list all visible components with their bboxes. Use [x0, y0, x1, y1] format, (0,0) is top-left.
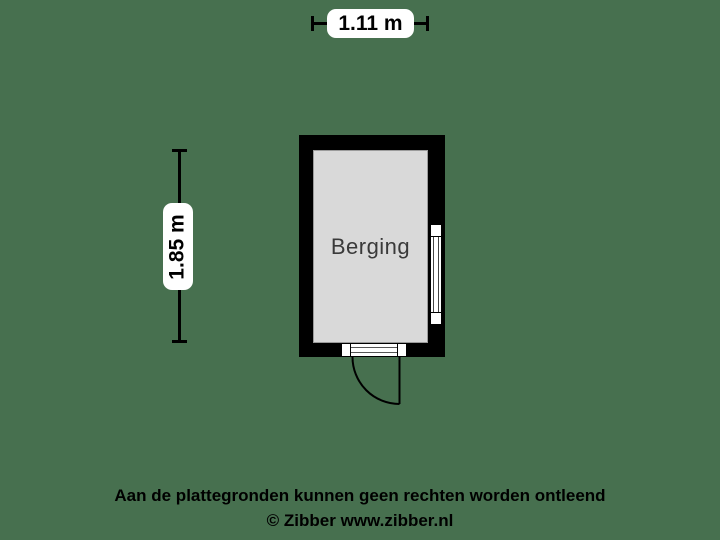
- width-dimension-text: 1.11 m: [338, 11, 403, 35]
- window-symbol: [430, 224, 442, 325]
- door-jamb-left: [342, 344, 351, 356]
- height-dimension-tick-bottom: [172, 340, 187, 343]
- window-frame-cap-top: [431, 225, 441, 237]
- footer: Aan de plattegronden kunnen geen rechten…: [0, 483, 720, 533]
- height-dimension-label: 1.85 m: [163, 203, 193, 290]
- width-dimension-tick-left: [311, 16, 314, 31]
- height-dimension-tick-top: [172, 149, 187, 152]
- door-threshold: [341, 343, 407, 357]
- door-sill-lines: [351, 344, 397, 356]
- window-frame-cap-bottom: [431, 312, 441, 324]
- copyright-text: © Zibber www.zibber.nl: [266, 511, 454, 530]
- room-name-label: Berging: [330, 233, 411, 259]
- window-glass-lines: [433, 237, 439, 312]
- window-glazing: [431, 237, 441, 312]
- door-jamb-right: [397, 344, 406, 356]
- width-dimension-tick-right: [426, 16, 429, 31]
- height-dimension-text: 1.85 m: [166, 213, 190, 280]
- disclaimer-text: Aan de plattegronden kunnen geen rechten…: [114, 486, 606, 505]
- width-dimension-label: 1.11 m: [327, 9, 414, 38]
- room-floor: Berging: [313, 150, 428, 343]
